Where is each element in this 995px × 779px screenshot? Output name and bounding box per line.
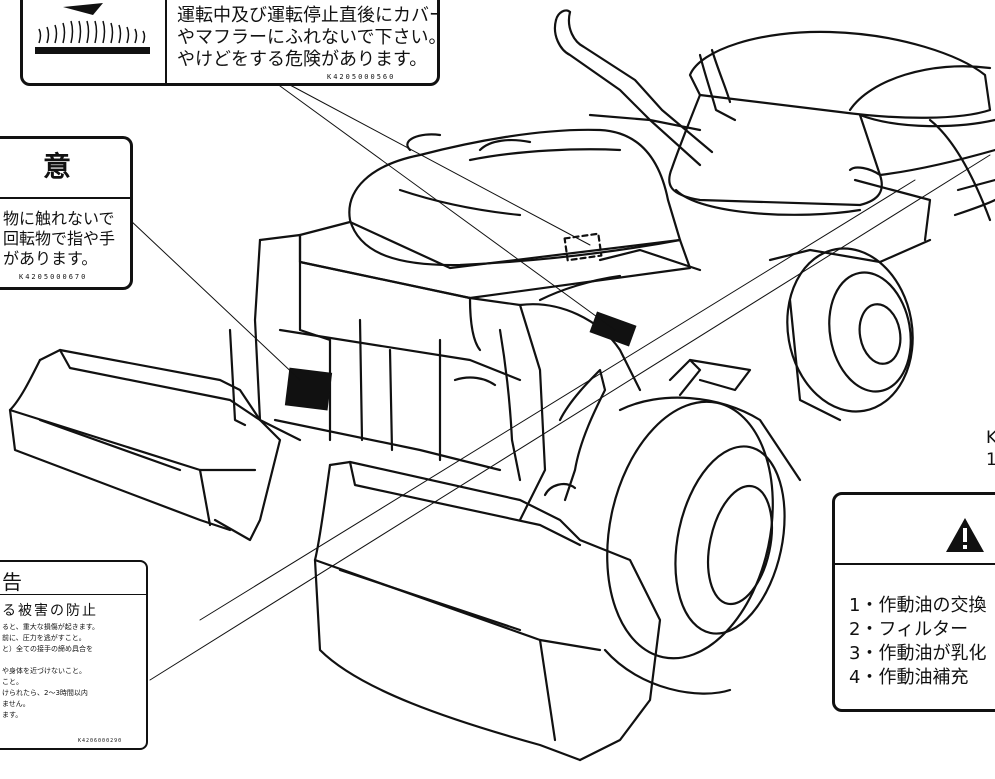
label-divider [835,563,995,565]
steering-lever-drawing [553,9,737,167]
rotating-label-code: K4205000670 [19,273,88,281]
leader-lines [129,84,991,681]
rotating-label-line-2: 回転物で指や手 [3,229,116,248]
front-mower-deck-drawing [313,460,662,762]
hydraulic-pressure-line-8: ません。 [2,700,30,708]
leader-line-rotating [129,219,301,381]
exhaust-label-line-1: 運転中及び運転停止直後にカバー [177,5,440,26]
hydraulic-pressure-line-1: ると、重大な損傷が起きます。 [2,623,100,631]
leader-line-hydraulic-oil [199,179,916,621]
hydraulic-oil-item-4: 4・作動油補充 [849,667,969,688]
hydraulic-pressure-line-3: と）全ての接手の締め具合を [2,645,93,653]
rotating-label-line-1: 物に触れないで [3,209,115,228]
hydraulic-oil-item-2: 2・フィルター [849,619,969,640]
label-divider [0,197,130,199]
rotating-label-title: 意 [43,150,72,183]
rear-fender [928,118,995,222]
front-wheel-drawing [603,396,802,695]
hot-surface-icon [35,3,150,54]
hydraulic-pressure-label-code: K4206000290 [78,738,123,744]
left-mower-deck-drawing [8,348,282,542]
hydraulic-pressure-line-2: 前に、圧力を逃がすこと。 [2,634,86,642]
engine-hood-drawing [298,128,692,300]
hydraulic-pressure-label-title: 告 [2,570,22,594]
rear-wheel-drawing [768,238,932,422]
rotating-parts-caution-label: 意 物に触れないで 回転物で指や手 があります。 K4205000670 [0,136,133,290]
leader-line-hydraulic-pressure [149,154,991,681]
leader-line-exhaust-1 [289,84,591,246]
hydraulic-pressure-line-6: こと。 [2,678,23,686]
leader-line-exhaust-2 [279,85,616,331]
rotating-label-line-3: があります。 [3,249,98,268]
hydraulic-pressure-line-5: や身体を近づけないこと。 [2,667,86,675]
hydraulic-oil-warning-label: 1・作動油の交換 2・フィルター 3・作動油が乳化 4・作動油補充 [832,492,995,712]
side-arm-drawing [543,166,932,502]
hydraulic-pressure-line-7: けられたら、2～3時間以内 [2,689,88,697]
exhaust-label-code: K4205000560 [327,73,396,81]
hydraulic-oil-item-3: 3・作動油が乳化 [849,643,987,664]
exhaust-label-line-3: やけどをする危険があります。 [177,49,428,70]
decal-rotating-marker [284,367,333,411]
exhaust-label-line-2: やマフラーにふれないで下さい。 [177,27,440,48]
warning-triangle-icon [946,518,984,552]
hydraulic-pressure-label-heading: る被害の防止 [2,603,98,619]
seat-drawing [668,30,995,216]
hydraulic-pressure-line-9: ます。 [2,711,23,719]
label-divider [165,0,167,83]
side-fragment-text-2: 1 [986,450,995,470]
label-divider [0,594,146,595]
decal-exhaust-hidden-marker [563,232,603,262]
side-fragment-text-1: K [986,428,995,448]
hydraulic-oil-item-1: 1・作動油の交換 [849,595,987,616]
exhaust-burn-caution-label: 運転中及び運転停止直後にカバー やマフラーにふれないで下さい。 やけどをする危険… [20,0,440,86]
hydraulic-pressure-warning-label: 告 る被害の防止 ると、重大な損傷が起きます。 前に、圧力を逃がすこと。 と）全… [0,560,148,750]
